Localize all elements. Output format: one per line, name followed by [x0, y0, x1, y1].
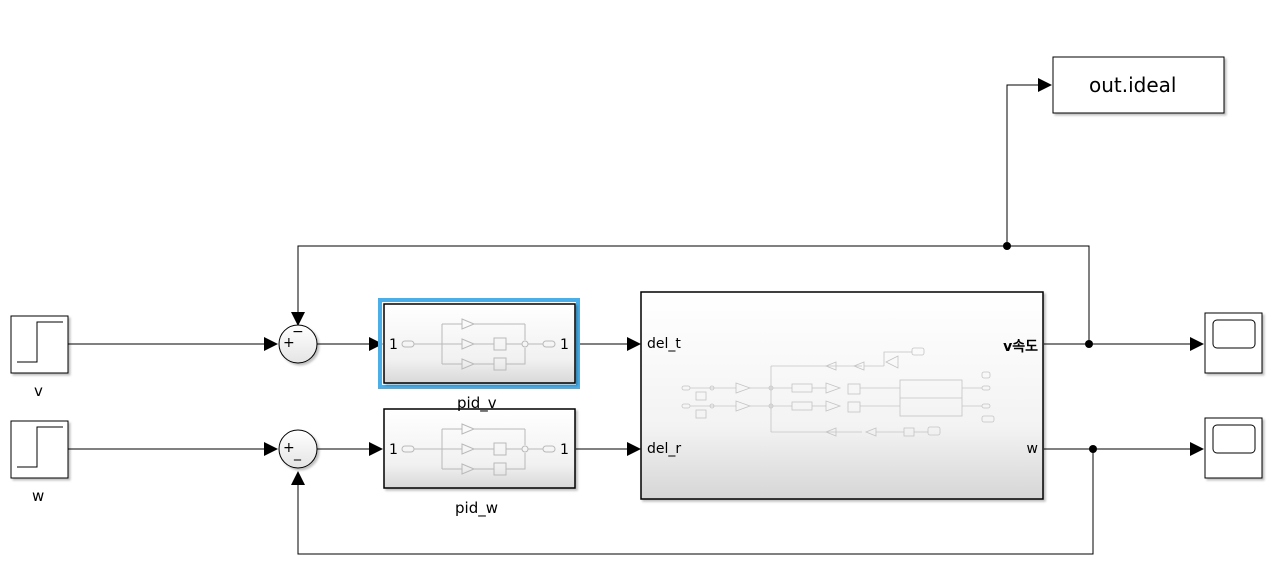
step-w-label: w [32, 487, 45, 505]
arrowhead [627, 442, 641, 456]
sum-w-plus-sign: + [283, 440, 295, 456]
sum-block-v[interactable] [278, 324, 318, 364]
step-block-v[interactable] [10, 315, 69, 374]
sum-w-minus-sign: _ [294, 445, 301, 461]
branch-point [1003, 242, 1011, 250]
plant-subsystem[interactable] [640, 291, 1044, 500]
sum-v-plus-sign: + [283, 335, 295, 351]
arrowhead [264, 442, 278, 456]
arrowhead [1190, 337, 1204, 351]
plant-input-del-t: del_t [647, 336, 681, 352]
pid-v-label: pid_v [457, 394, 497, 412]
step-block-w[interactable] [10, 420, 69, 479]
pid-internal-sketch [401, 423, 556, 476]
out-ideal-block[interactable] [1052, 56, 1225, 114]
feedback-line-w[interactable] [297, 449, 1094, 555]
arrowhead [1190, 442, 1204, 456]
arrowhead [369, 337, 383, 351]
plant-output-w: w [1026, 441, 1038, 457]
step-icon [17, 321, 63, 363]
scope-block-w[interactable] [1204, 417, 1263, 479]
arrowhead [291, 471, 305, 485]
arrowheads [264, 78, 1204, 485]
plant-internal-sketch [681, 347, 995, 437]
pid-internal-sketch [401, 318, 556, 371]
arrowhead [369, 442, 383, 456]
branch-line-out-ideal[interactable] [1006, 84, 1042, 246]
feedback-line-v[interactable] [297, 245, 1090, 344]
pid-v-out-port-label: 1 [560, 337, 569, 353]
pid-w-in-port-label: 1 [389, 442, 398, 458]
scope-block-v[interactable] [1204, 312, 1263, 374]
arrowhead [291, 312, 305, 326]
step-icon [17, 426, 63, 468]
pid-w-out-port-label: 1 [560, 442, 569, 458]
branch-point [1085, 340, 1093, 348]
sum-block-w[interactable] [278, 429, 318, 469]
pid-w-subsystem[interactable] [383, 408, 576, 489]
scope-screen-icon [1212, 319, 1256, 349]
plant-output-v: v속도 [1003, 339, 1038, 355]
out-ideal-label: out.ideal [1089, 73, 1177, 97]
branch-points [1003, 242, 1097, 453]
arrowhead [627, 337, 641, 351]
pid-w-label: pid_w [455, 499, 498, 517]
arrowhead [264, 337, 278, 351]
branch-point [1089, 445, 1097, 453]
scope-screen-icon [1212, 424, 1256, 454]
arrowhead [1038, 78, 1052, 92]
sum-v-minus-sign: − [292, 324, 304, 340]
plant-input-del-r: del_r [647, 441, 682, 457]
pid-v-subsystem[interactable] [383, 303, 576, 384]
step-v-label: v [34, 382, 43, 400]
signal-lines[interactable] [68, 84, 1196, 555]
selection-highlight [378, 298, 580, 389]
pid-v-in-port-label: 1 [389, 337, 398, 353]
